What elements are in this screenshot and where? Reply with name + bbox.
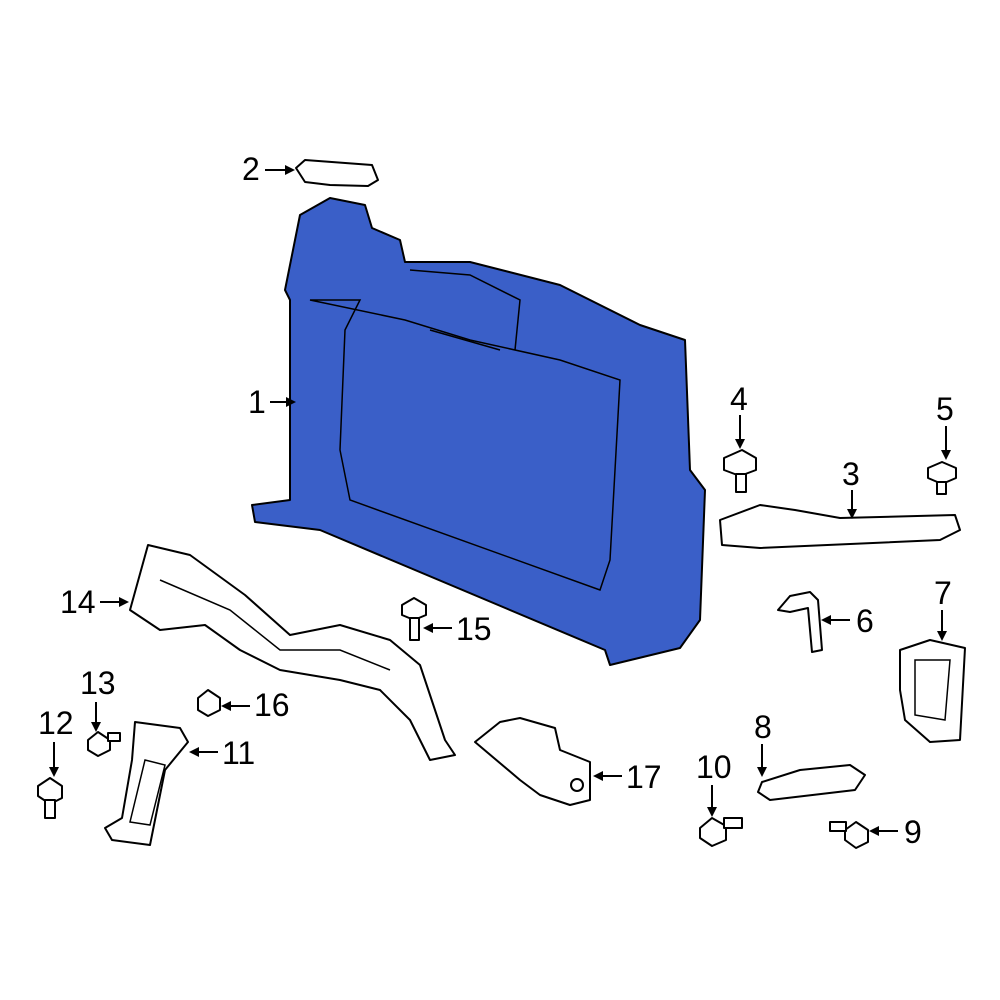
callout-15: 15 — [423, 611, 492, 647]
callout-1: 1 — [248, 384, 296, 420]
svg-text:8: 8 — [754, 709, 772, 745]
bolt-9[interactable] — [829, 821, 869, 849]
part-1-radiator-support[interactable] — [251, 197, 706, 666]
svg-text:7: 7 — [934, 575, 952, 611]
part-3-deflector[interactable] — [719, 504, 961, 549]
callout-6: 6 — [821, 603, 874, 639]
callout-4: 4 — [730, 381, 748, 449]
part-17-sensor-bracket[interactable] — [474, 717, 591, 806]
part-7-bracket[interactable] — [899, 639, 966, 743]
svg-text:6: 6 — [856, 603, 874, 639]
bolt-15[interactable] — [401, 597, 427, 641]
bolt-12[interactable] — [37, 777, 63, 819]
callout-10: 10 — [696, 749, 732, 817]
svg-text:13: 13 — [80, 665, 116, 701]
svg-text:17: 17 — [626, 759, 662, 795]
callout-17: 17 — [593, 759, 662, 795]
svg-text:14: 14 — [60, 584, 96, 620]
svg-text:15: 15 — [456, 611, 492, 647]
callout-8: 8 — [754, 709, 772, 777]
part-14-lower-tie-bar[interactable] — [129, 544, 456, 761]
svg-text:5: 5 — [936, 391, 954, 427]
bolt-16[interactable] — [197, 689, 221, 717]
part-6-clip[interactable] — [777, 591, 823, 653]
callout-9: 9 — [869, 814, 922, 850]
svg-text:16: 16 — [254, 687, 290, 723]
bolt-5[interactable] — [927, 461, 957, 495]
bolt-13[interactable] — [87, 731, 121, 757]
bolt-10[interactable] — [699, 817, 743, 847]
callout-11: 11 — [189, 735, 255, 771]
part-11-bracket[interactable] — [104, 721, 189, 846]
callout-3: 3 — [842, 456, 860, 519]
svg-text:9: 9 — [904, 814, 922, 850]
svg-text:4: 4 — [730, 381, 748, 417]
callout-7: 7 — [934, 575, 952, 641]
svg-text:12: 12 — [38, 705, 74, 741]
callout-16: 16 — [221, 687, 290, 723]
svg-text:11: 11 — [222, 735, 255, 771]
svg-text:2: 2 — [242, 151, 260, 187]
svg-text:10: 10 — [696, 749, 732, 785]
callout-12: 12 — [38, 705, 74, 777]
svg-text:3: 3 — [842, 456, 860, 492]
svg-text:1: 1 — [248, 384, 266, 420]
callout-2: 2 — [242, 151, 295, 187]
callout-13: 13 — [80, 665, 116, 732]
callout-14: 14 — [60, 584, 129, 620]
bolt-4[interactable] — [723, 449, 757, 493]
part-8-bracket[interactable] — [757, 764, 866, 801]
part-2-bracket[interactable] — [295, 159, 379, 187]
callout-5: 5 — [936, 391, 954, 460]
